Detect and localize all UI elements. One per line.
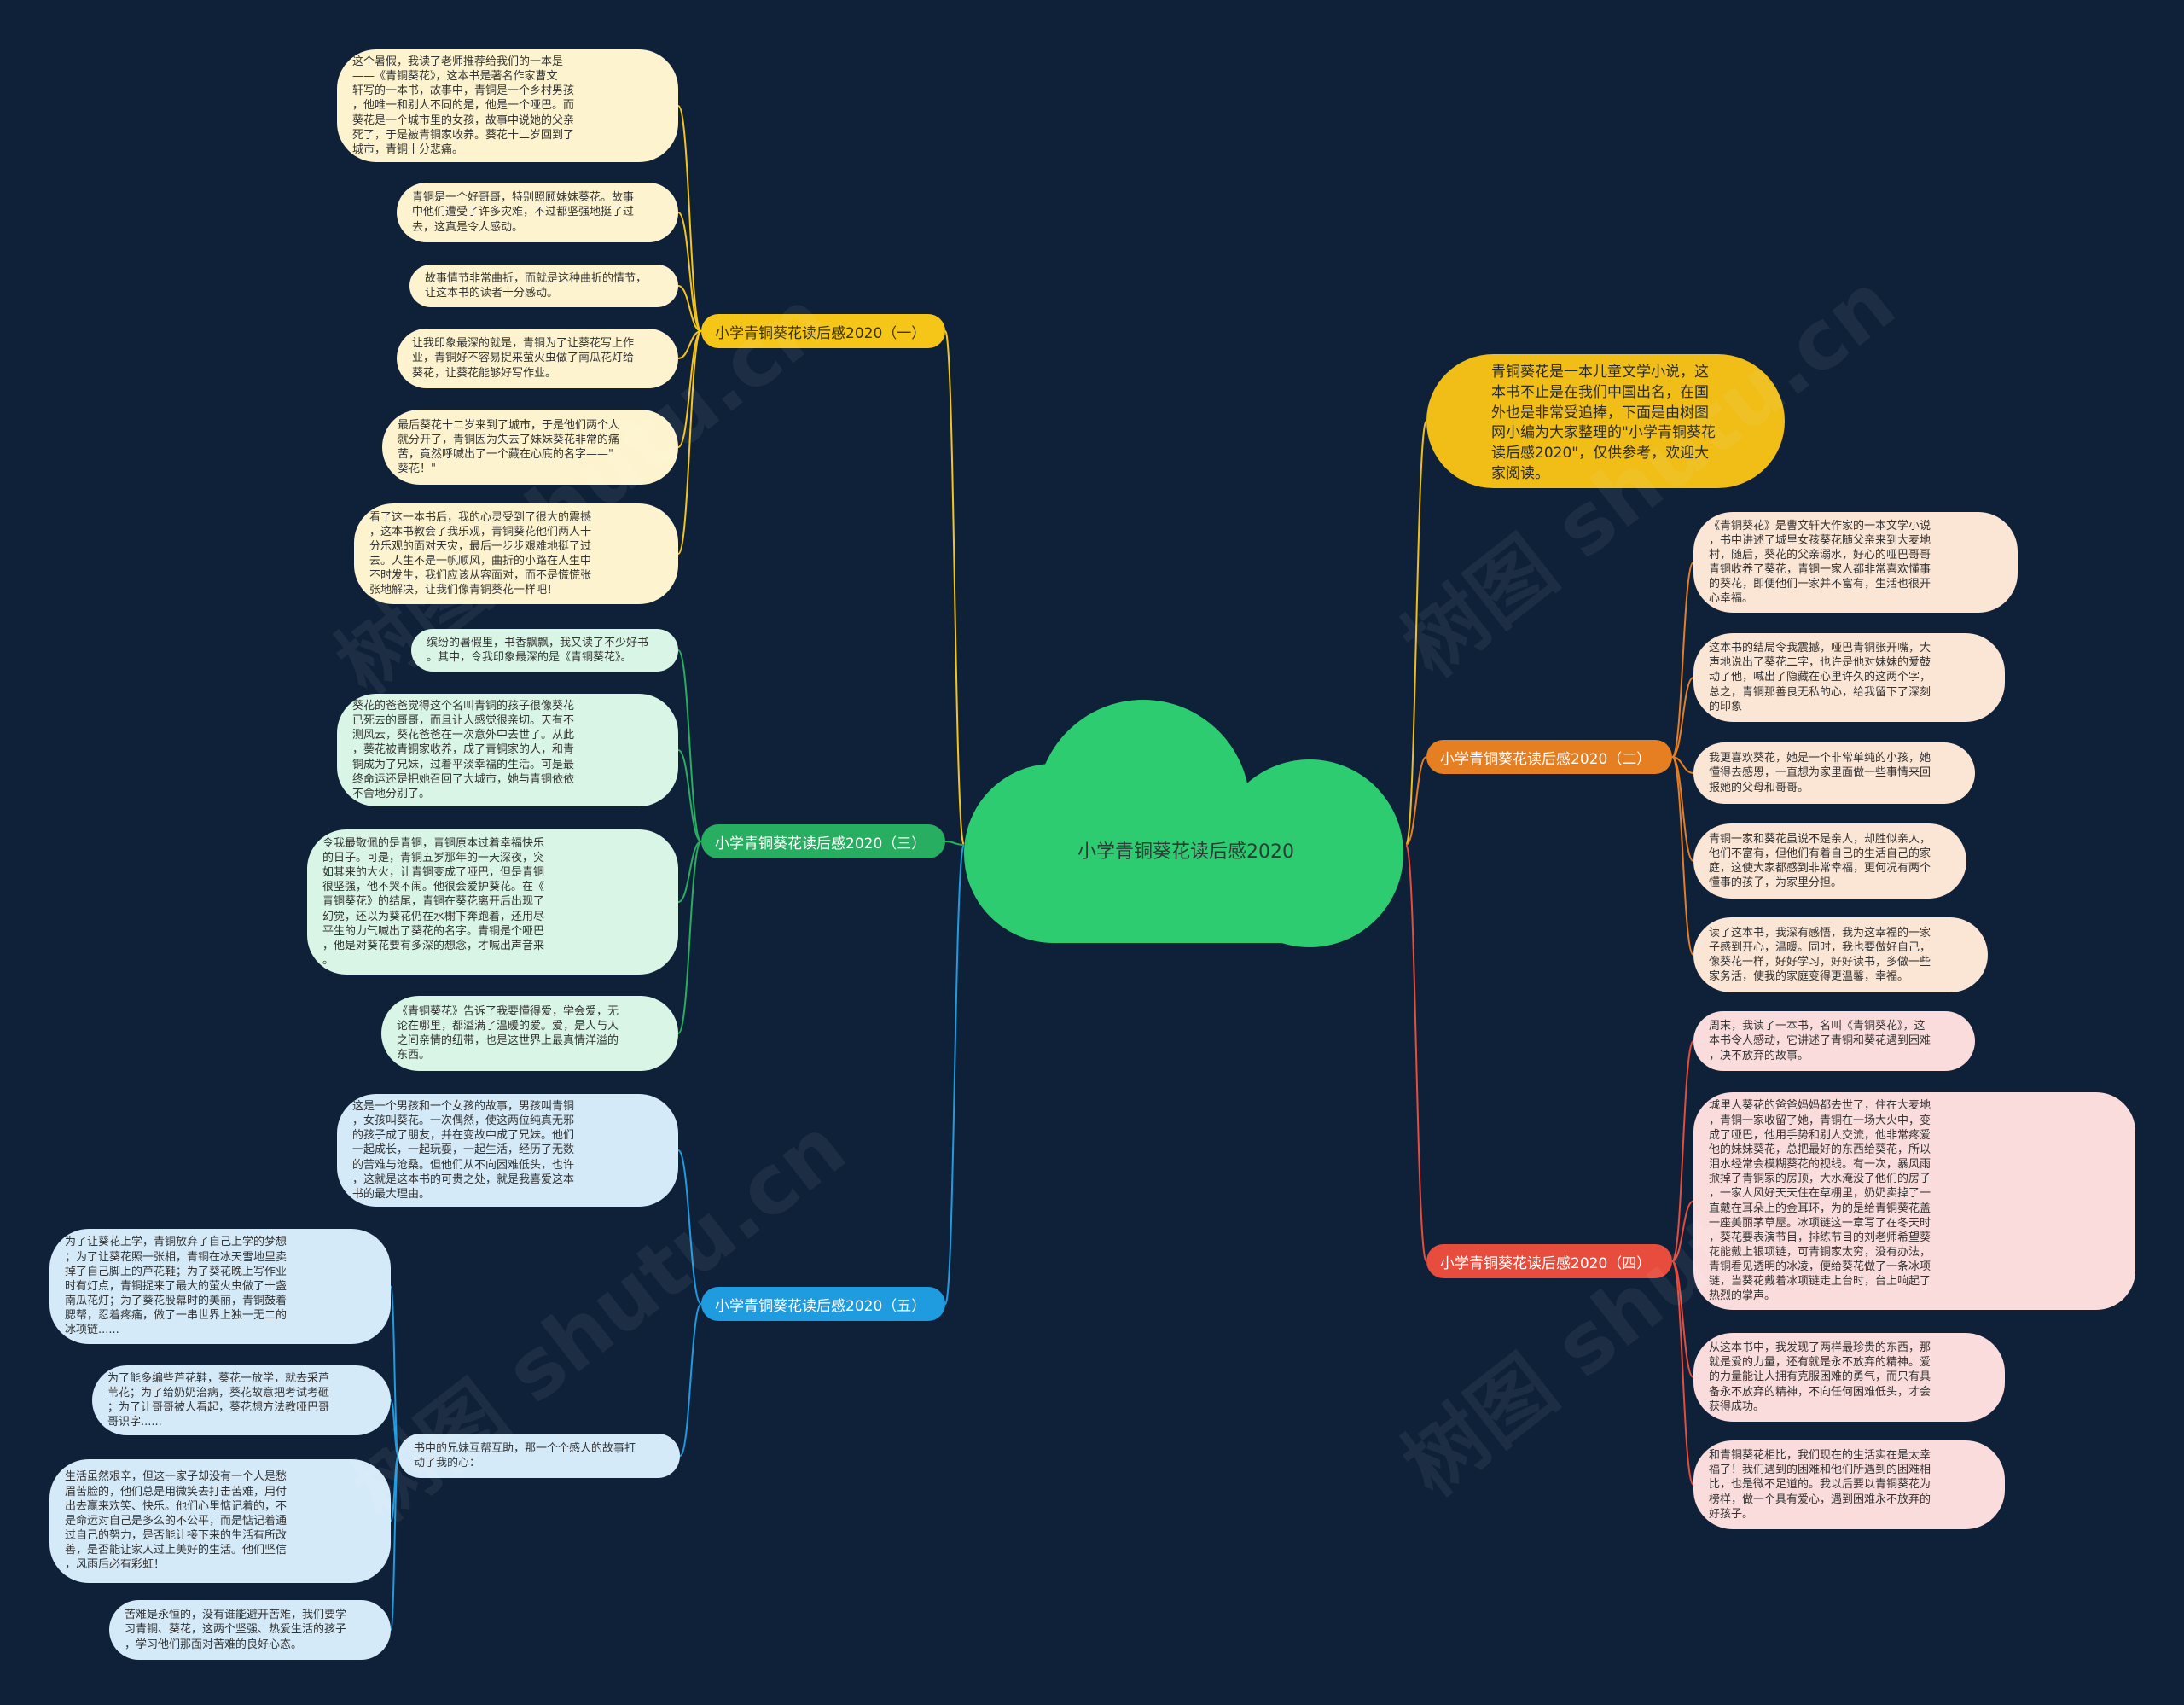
branch-2-leaf-5[interactable]: 读了这本书，我深有感悟，我为这幸福的一家 子感到开心，温暖。同时，我也要做好自己… bbox=[1693, 917, 1988, 992]
connector bbox=[677, 649, 702, 842]
branch-4-leaf-3[interactable]: 从这本书中，我发现了两样最珍贵的东西，那 就是爱的力量，还有就是永不放弃的精神。… bbox=[1693, 1333, 2005, 1422]
branch-3-leaf-3[interactable]: 令我最敬佩的是青铜，青铜原本过着幸福快乐 的日子。可是，青铜五岁那年的一天深夜，… bbox=[307, 829, 678, 975]
branch-5-subleaf-1[interactable]: 为了让葵花上学，青铜放弃了自己上学的梦想 ；为了让葵花照一张相，青铜在冰天雪地里… bbox=[49, 1229, 391, 1344]
connector bbox=[390, 1455, 399, 1631]
connector bbox=[1671, 756, 1694, 862]
connector bbox=[677, 749, 702, 842]
branch-5-topic[interactable]: 小学青铜葵花读后感2020（五） bbox=[701, 1287, 945, 1321]
connector bbox=[677, 841, 702, 903]
branch-5-subleaf-2[interactable]: 为了能多编些芦花鞋，葵花一放学，就去采芦 苇花；为了给奶奶治病，葵花故意把考试考… bbox=[92, 1365, 391, 1435]
connector bbox=[1671, 756, 1694, 774]
connector bbox=[390, 1285, 399, 1457]
branch-2-leaf-3[interactable]: 我更喜欢葵花，她是一个非常单纯的小孩，她 懂得去感恩，一直想为家里面做一些事情来… bbox=[1693, 742, 1975, 804]
connector bbox=[1671, 562, 1694, 758]
branch-1-leaf-4[interactable]: 让我印象最深的就是，青铜为了让葵花写上作 业，青铜好不容易捉来萤火虫做了南瓜花灯… bbox=[397, 329, 678, 388]
branch-4-leaf-1[interactable]: 周末，我读了一本书，名叫《青铜葵花》，这 本书令人感动，它讲述了青铜和葵花遇到困… bbox=[1693, 1011, 1975, 1071]
connector bbox=[677, 285, 702, 332]
root-topic[interactable]: 小学青铜葵花读后感2020 bbox=[1077, 841, 1294, 863]
branch-2-topic[interactable]: 小学青铜葵花读后感2020（二） bbox=[1426, 740, 1672, 774]
connector bbox=[1671, 677, 1694, 758]
branch-1-leaf-2[interactable]: 青铜是一个好哥哥，特别照顾妹妹葵花。故事 中他们遭受了许多灾难，不过都坚强地挺了… bbox=[397, 183, 678, 242]
branch-3-topic[interactable]: 小学青铜葵花读后感2020（三） bbox=[701, 824, 945, 858]
connector bbox=[944, 841, 965, 846]
connector bbox=[1671, 1260, 1694, 1378]
connector bbox=[1671, 1260, 1694, 1486]
connector bbox=[944, 330, 965, 846]
connector bbox=[944, 844, 965, 1305]
branch-5-leaf-2[interactable]: 书中的兄妹互帮互助，那一个个感人的故事打 动了我的心： bbox=[398, 1434, 680, 1478]
connector bbox=[390, 1399, 399, 1457]
connector bbox=[1671, 1200, 1694, 1262]
connector bbox=[1405, 420, 1427, 846]
branch-4-leaf-4[interactable]: 和青铜葵花相比，我们现在的生活实在是太幸 福了！我们遇到的困难和他们所遇到的困难… bbox=[1693, 1440, 2005, 1529]
branch-4-leaf-2[interactable]: 城里人葵花的爸爸妈妈都去世了，住在大麦地 ，青铜一家收留了她，青铜在一场大火中，… bbox=[1693, 1092, 2135, 1310]
branch-1-topic[interactable]: 小学青铜葵花读后感2020（一） bbox=[701, 314, 945, 348]
connector bbox=[1671, 1040, 1694, 1262]
intro-node[interactable]: 青铜葵花是一本儿童文学小说，这 本书不止是在我们中国出名，在国 外也是非常受追捧… bbox=[1426, 354, 1785, 488]
branch-2-leaf-4[interactable]: 青铜一家和葵花虽说不是亲人，却胜似亲人， 他们不富有，但他们有着自己的生活自己的… bbox=[1693, 823, 1966, 899]
connector bbox=[677, 105, 702, 332]
branch-4-topic[interactable]: 小学青铜葵花读后感2020（四） bbox=[1426, 1244, 1672, 1278]
branch-1-leaf-1[interactable]: 这个暑假，我读了老师推荐给我们的一本是 ——《青铜葵花》，这本书是著名作家曹文 … bbox=[337, 49, 678, 162]
connector bbox=[1671, 756, 1694, 956]
branch-3-leaf-4[interactable]: 《青铜葵花》告诉了我要懂得爱，学会爱，无 论在哪里，都溢满了温暖的爱。爱，是人与… bbox=[381, 996, 678, 1071]
branch-2-leaf-1[interactable]: 《青铜葵花》是曹文轩大作家的一本文学小说 ，书中讲述了城里女孩葵花随父亲来到大麦… bbox=[1693, 512, 2018, 613]
connector bbox=[677, 330, 702, 448]
connector bbox=[679, 1303, 702, 1457]
connector bbox=[1405, 844, 1427, 1262]
branch-5-subleaf-4[interactable]: 苦难是永恒的，没有谁能避开苦难，我们要学 习青铜、葵花，这两个坚强、热爱生活的孩… bbox=[109, 1600, 391, 1660]
branch-5-subleaf-3[interactable]: 生活虽然艰辛，但这一家子却没有一个人是愁 眉苦脸的，他们总是用微笑去打击苦难，用… bbox=[49, 1459, 391, 1583]
connector bbox=[677, 212, 702, 332]
branch-5-leaf-1[interactable]: 这是一个男孩和一个女孩的故事，男孩叫青铜 ，女孩叫葵花。一次偶然，使这两位纯真无… bbox=[337, 1094, 678, 1207]
connector bbox=[677, 1149, 702, 1305]
connector bbox=[1405, 756, 1427, 846]
branch-1-leaf-6[interactable]: 看了这一本书后，我的心灵受到了很大的震撼 ，这本书教会了我乐观，青铜葵花他们两人… bbox=[354, 503, 678, 604]
root-cloud-shape bbox=[964, 700, 1403, 947]
branch-1-leaf-3[interactable]: 故事情节非常曲折，而就是这种曲折的情节， 让这本书的读者十分感动。 bbox=[410, 265, 678, 307]
branch-1-leaf-5[interactable]: 最后葵花十二岁来到了城市，于是他们两个人 就分开了，青铜因为失去了妹妹葵花非常的… bbox=[382, 410, 678, 485]
connector bbox=[677, 330, 702, 555]
branch-2-leaf-2[interactable]: 这本书的结局令我震撼，哑巴青铜张开嘴，大 声地说出了葵花二字，也许是他对妹妹的爱… bbox=[1693, 633, 2005, 722]
branch-3-leaf-1[interactable]: 缤纷的暑假里，书香飘飘，我又读了不少好书 。其中，令我印象最深的是《青铜葵花》。 bbox=[411, 629, 678, 672]
branch-3-leaf-2[interactable]: 葵花的爸爸觉得这个名叫青铜的孩子很像葵花 已死去的哥哥，而且让人感觉很亲切。天有… bbox=[337, 694, 678, 806]
connector bbox=[677, 841, 702, 1034]
